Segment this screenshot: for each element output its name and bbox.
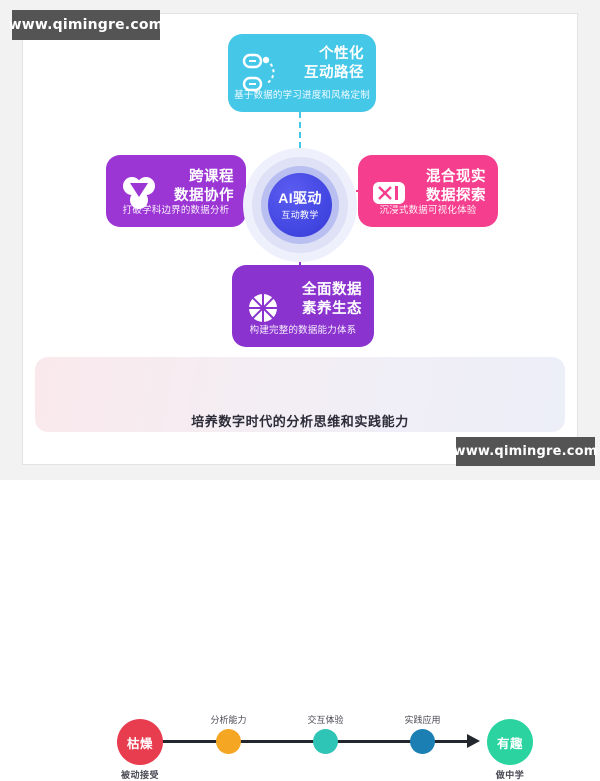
timeline-node-start[interactable]: 枯燥 被动接受 (117, 719, 163, 780)
connector-top-to-hub (299, 112, 301, 148)
card-cross-course-collaboration[interactable]: 跨课程 数据协作 打破学科边界的数据分析 (106, 155, 246, 227)
hub-title: AI驱动 (278, 190, 322, 206)
timeline-step-3-label: 实践应用 (404, 715, 441, 725)
pie-wheel-icon (246, 289, 286, 333)
card-title-line1: 跨课程 (189, 169, 234, 185)
summary-banner: 培养数字时代的分析思维和实践能力 (191, 413, 409, 429)
hub-core (268, 173, 332, 237)
card-subtitle: 构建完整的数据能力体系 (249, 325, 357, 336)
timeline-step-2-label: 交互体验 (307, 715, 344, 725)
vr-headset-icon (372, 173, 412, 217)
timeline-step-1-label: 分析能力 (210, 715, 247, 725)
card-personalized-path[interactable]: 个性化 互动路径 基于数据的学习进度和风格定制 (228, 34, 376, 112)
card-title: 混合现实 数据探索 (426, 168, 486, 206)
watermark-top: www.qimingre.com (9, 10, 163, 40)
timeline-node-end[interactable]: 有趣 做中学 (487, 719, 533, 780)
card-title: 全面数据 素养生态 (302, 281, 362, 319)
card-title-line2: 素养生态 (302, 301, 362, 317)
card-title-line2: 数据探索 (426, 188, 486, 204)
hub-subtitle: 互动教学 (281, 210, 319, 220)
card-subtitle: 基于数据的学习进度和风格定制 (234, 90, 370, 101)
card-title-line1: 混合现实 (426, 169, 486, 185)
card-title-line2: 互动路径 (304, 65, 364, 81)
card-subtitle: 打破学科边界的数据分析 (122, 205, 230, 216)
card-title: 跨课程 数据协作 (174, 168, 234, 206)
card-data-literacy-ecosystem[interactable]: 全面数据 素养生态 构建完整的数据能力体系 (232, 265, 374, 347)
card-mixed-reality-exploration[interactable]: 混合现实 数据探索 沉浸式数据可视化体验 (358, 155, 498, 227)
central-hub[interactable]: AI驱动 互动教学 (243, 148, 357, 262)
route-icon (242, 52, 282, 96)
watermark-bottom: www.qimingre.com (454, 437, 597, 466)
timeline-start-caption: 被动接受 (120, 770, 160, 780)
timeline-node-step-2[interactable]: 交互体验 (307, 715, 344, 754)
venn-collaboration-icon (120, 173, 160, 217)
card-title: 个性化 互动路径 (304, 45, 364, 83)
timeline-start-label: 枯燥 (126, 736, 153, 751)
card-title-line1: 个性化 (319, 46, 364, 62)
timeline-end-caption: 做中学 (495, 770, 525, 780)
card-title-line1: 全面数据 (302, 282, 362, 298)
card-title-line2: 数据协作 (174, 188, 234, 204)
timeline-node-step-3[interactable]: 实践应用 (404, 715, 441, 754)
timeline-arrowhead (467, 734, 480, 748)
card-subtitle: 沉浸式数据可视化体验 (379, 205, 477, 216)
timeline-end-label: 有趣 (496, 736, 523, 751)
timeline-node-step-1[interactable]: 分析能力 (210, 715, 247, 754)
